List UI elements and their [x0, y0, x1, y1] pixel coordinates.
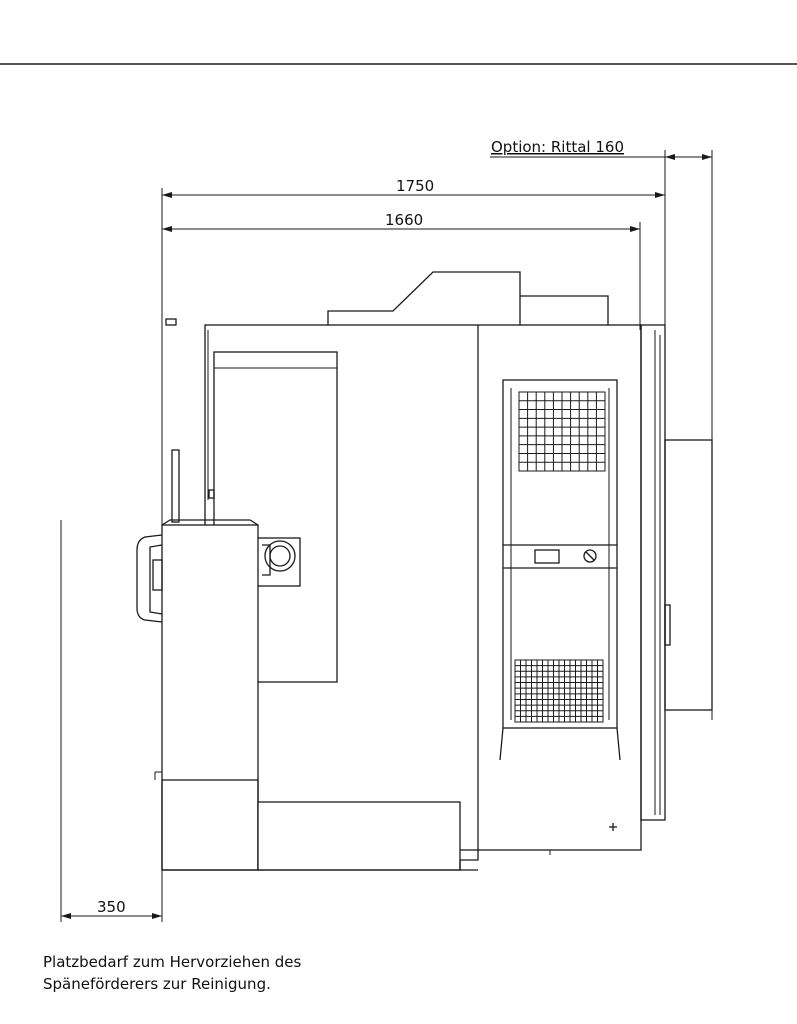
dimension-350-label: 350: [97, 898, 126, 916]
dimension-350: 350: [60, 520, 163, 922]
dimension-1750: 1750: [161, 177, 665, 530]
control-cabinet: [499, 379, 621, 761]
option-rittal-label: Option: Rittal 160: [491, 138, 624, 156]
option-rittal-dimension: Option: Rittal 160: [490, 138, 713, 720]
dimension-1750-label: 1750: [396, 177, 434, 195]
machine-window: [207, 330, 338, 683]
dimension-1660-label: 1660: [385, 211, 423, 229]
side-panel: [640, 324, 713, 821]
machine-body: [204, 324, 642, 861]
clearance-note-line-2: Späneförderers zur Reinigung.: [43, 975, 271, 993]
chip-conveyor: [136, 449, 478, 871]
dimension-1660: 1660: [162, 211, 641, 330]
top-cover: [165, 271, 609, 326]
clearance-note-line-1: Platzbedarf zum Hervorziehen des: [43, 953, 302, 971]
clearance-note: Platzbedarf zum Hervorziehen des Spänefö…: [43, 951, 463, 995]
spindle-unit: [256, 537, 301, 587]
